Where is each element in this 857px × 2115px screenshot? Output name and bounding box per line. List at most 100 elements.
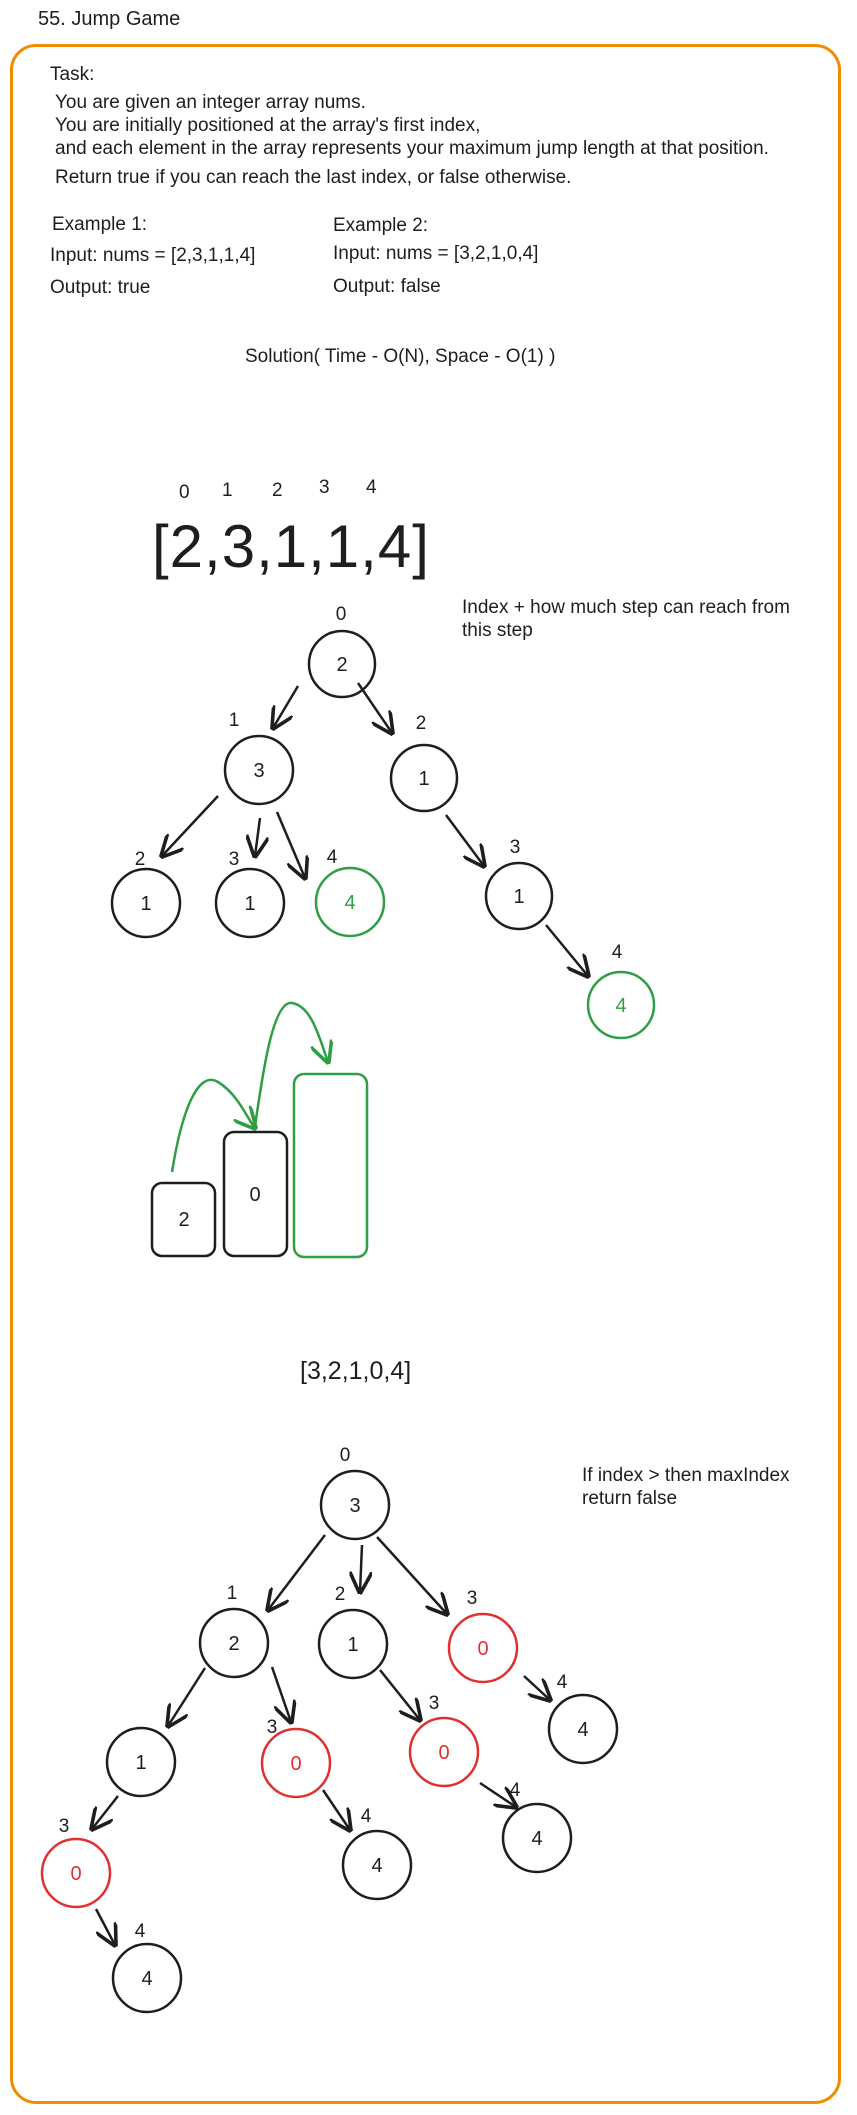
- tree2-edge-3-4: [523, 1675, 550, 1700]
- bar-3: [292, 1072, 369, 1259]
- tree2-node-c: 0 3: [447, 1588, 519, 1684]
- tree2-node-i-value: 4: [371, 1855, 382, 1877]
- tree2-edge-8-11: [94, 1908, 115, 1945]
- tree1-node-b-value: 1: [418, 768, 429, 790]
- tree1-edge-0-2: [356, 682, 392, 733]
- tree2-node-g-label: 3: [429, 1693, 440, 1714]
- tree1-node-f: 1 3: [484, 837, 554, 931]
- tree2-node-k-label: 4: [135, 1921, 146, 1942]
- bar-1-value: 2: [178, 1209, 189, 1231]
- tree1-node-g-value: 4: [615, 995, 626, 1017]
- array1-index-2: 2: [272, 480, 283, 501]
- tree2-edges: [92, 1534, 550, 1945]
- tree2-node-j-value: 4: [531, 1828, 542, 1850]
- solution-complexity: Solution( Time - O(N), Space - O(1) ): [245, 346, 556, 367]
- task-line-3: and each element in the array represents…: [55, 138, 769, 159]
- tree1-node-d-label: 3: [229, 849, 240, 870]
- example-1-input: Input: nums = [2,3,1,1,4]: [50, 245, 256, 266]
- jump-arrow-2: [253, 1001, 328, 1127]
- task-line-2: You are initially positioned at the arra…: [55, 115, 481, 136]
- tree2-node-root: 3 0: [319, 1445, 391, 1541]
- tree2-node-e-value: 1: [135, 1752, 146, 1774]
- array1-text: [2,3,1,1,4]: [152, 513, 430, 580]
- tree1-node-root-value: 2: [336, 654, 347, 676]
- tree2-node-c-value: 0: [477, 1638, 488, 1660]
- array2-text: [3,2,1,0,4]: [300, 1357, 412, 1385]
- tree1-node-b: 1 2: [389, 713, 459, 813]
- tree2-node-b: 1 2: [317, 1584, 389, 1680]
- tree2-node-j: 4 4: [501, 1780, 573, 1874]
- tree2-edge-5-8: [92, 1795, 119, 1829]
- tree1-node-b-label: 2: [416, 713, 427, 734]
- tree2-node-c-label: 3: [467, 1588, 478, 1609]
- bars-illustration: 2 0: [150, 1001, 369, 1259]
- array1-note: Index + how much step can reach from thi…: [462, 597, 790, 641]
- example-2-output: Output: false: [333, 276, 441, 297]
- tree2-edge-1-6: [270, 1666, 291, 1722]
- tree1-node-f-label: 3: [510, 837, 521, 858]
- tree2-node-root-value: 3: [349, 1495, 360, 1517]
- tree1-node-d: 1 3: [214, 849, 286, 939]
- tree2-node-f-value: 0: [290, 1753, 301, 1775]
- tree2-edge-2-7: [379, 1669, 420, 1720]
- array1-index-4: 4: [366, 477, 377, 498]
- tree2-node-b-value: 1: [347, 1634, 358, 1656]
- tree2-node-a-label: 1: [227, 1583, 238, 1604]
- tree1-node-root-label: 0: [336, 604, 347, 625]
- tree2-node-a: 2 1: [198, 1583, 270, 1679]
- tree2-node-h: 0 3: [40, 1816, 112, 1909]
- example-1-output: Output: true: [50, 277, 151, 298]
- tree2-node-d-label: 4: [557, 1672, 568, 1693]
- jump-arrow-1: [170, 1078, 255, 1173]
- page-title: 55. Jump Game: [38, 8, 181, 30]
- tree1-node-d-value: 1: [244, 893, 255, 915]
- tree2-edge-0-2: [360, 1544, 362, 1592]
- tree1-edge-1-3: [255, 817, 260, 856]
- tree1-node-e-value: 4: [344, 892, 355, 914]
- tree1-edge-1-4: [275, 811, 305, 878]
- example-2-input: Input: nums = [3,2,1,0,4]: [333, 243, 539, 264]
- tree2-node-d-value: 4: [577, 1719, 588, 1741]
- tree1-edges: [162, 682, 588, 976]
- tree2-node-f-label: 3: [267, 1717, 278, 1738]
- tree2-node-k-value: 4: [141, 1968, 152, 1990]
- array1-index-3: 3: [319, 477, 330, 498]
- tree1-node-a: 3 1: [223, 710, 295, 806]
- example-1-title: Example 1:: [52, 214, 148, 235]
- tree2-node-a-value: 2: [228, 1633, 239, 1655]
- tree1-edge-2-3: [444, 814, 484, 866]
- tree1-edge-3-4: [545, 924, 588, 976]
- tree1-node-g-label: 4: [612, 942, 623, 963]
- tree2-node-i: 4 4: [341, 1806, 413, 1901]
- tree2-node-root-label: 0: [340, 1445, 351, 1466]
- tree2-edge-7-10: [479, 1781, 516, 1807]
- bar-2-value: 0: [249, 1184, 260, 1206]
- tree1-edge-0-1: [273, 685, 300, 728]
- tree2-node-i-label: 4: [361, 1806, 372, 1827]
- tree1-node-c-label: 2: [135, 849, 146, 870]
- tree1-node-e-label: 4: [327, 847, 338, 868]
- tree2-node-d: 4 4: [547, 1672, 619, 1765]
- tree1-node-c-value: 1: [140, 893, 151, 915]
- tree2-node-g: 0 3: [408, 1693, 480, 1788]
- tree1-node-e: 4 4: [314, 847, 386, 938]
- task-heading: Task:: [50, 64, 95, 85]
- tree1-node-root: 2 0: [307, 604, 377, 699]
- bar-1: [150, 1181, 217, 1258]
- tree1-node-a-label: 1: [229, 710, 240, 731]
- tree2-node-g-value: 0: [438, 1742, 449, 1764]
- tree2-node-e: 1: [105, 1726, 177, 1798]
- tree2-node-b-label: 2: [335, 1584, 346, 1605]
- array1-index-0: 0: [179, 482, 190, 503]
- tree2-node-k: 4 4: [111, 1921, 183, 2014]
- array2-note: If index > then maxIndex return false: [582, 1465, 790, 1509]
- tree1-edge-1-2: [162, 795, 219, 856]
- task-line-1: You are given an integer array nums.: [55, 92, 366, 113]
- tree2-node-h-value: 0: [70, 1863, 81, 1885]
- tree2-node-h-label: 3: [59, 1816, 70, 1837]
- content-frame: [10, 44, 841, 2104]
- tree2-edge-6-9: [321, 1789, 350, 1830]
- tree1-node-g: 4 4: [586, 942, 656, 1040]
- tree1-node-c: 1 2: [110, 849, 182, 939]
